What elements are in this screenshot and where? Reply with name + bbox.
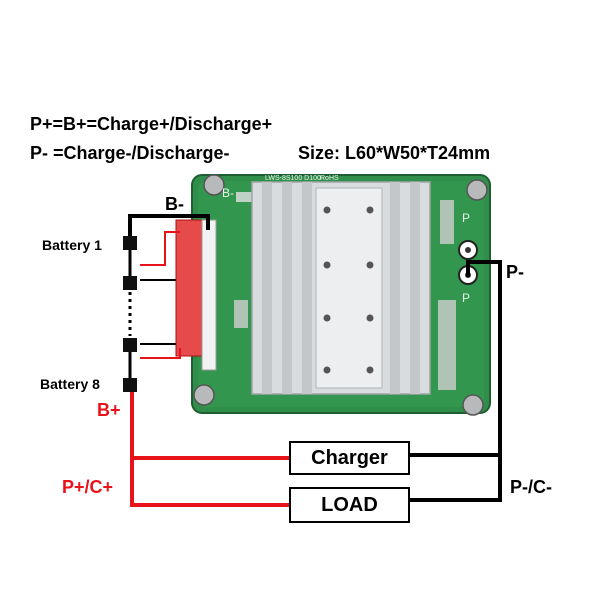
board-model-text: LWS-8S100 D100 (265, 175, 321, 182)
equation-negative: P- =Charge-/Discharge- (30, 143, 230, 163)
screw-icon (193, 384, 215, 406)
balance-leads-dark (140, 279, 176, 345)
battery-1-connector (123, 236, 137, 250)
bms-board: B- LWS-8S100 D100 RoHS P P (175, 174, 491, 416)
screw-icon (203, 174, 225, 196)
screw-icon (466, 179, 488, 201)
board-b-minus-text: B- (222, 186, 234, 200)
battery-1-label: Battery 1 (42, 237, 102, 253)
screw-icon (462, 394, 484, 416)
p-minus-c-minus-label: P-/C- (510, 477, 552, 497)
battery-connector (123, 276, 137, 290)
p-plus-c-plus-label: P+/C+ (62, 477, 114, 497)
equation-positive: P+=B+=Charge+/Discharge+ (30, 114, 273, 134)
battery-8-label: Battery 8 (40, 376, 100, 392)
b-minus-label: B- (165, 194, 184, 214)
load-box: LOAD (289, 487, 410, 523)
p-minus-label: P- (506, 262, 524, 282)
battery-string (123, 236, 137, 392)
positive-wires (130, 390, 291, 507)
balance-connector (175, 219, 203, 357)
size-note: Size: L60*W50*T24mm (298, 143, 491, 163)
board-p-bottom-text: P (462, 291, 470, 305)
board-p-top-text: P (462, 211, 470, 225)
negative-wires (128, 214, 502, 502)
balance-leads-red (140, 231, 181, 359)
board-rohs-text: RoHS (320, 175, 339, 182)
heatsink (251, 181, 431, 395)
battery-8-connector (123, 378, 137, 392)
b-plus-label: B+ (97, 400, 121, 420)
battery-connector (123, 338, 137, 352)
charger-box: Charger (289, 441, 410, 475)
